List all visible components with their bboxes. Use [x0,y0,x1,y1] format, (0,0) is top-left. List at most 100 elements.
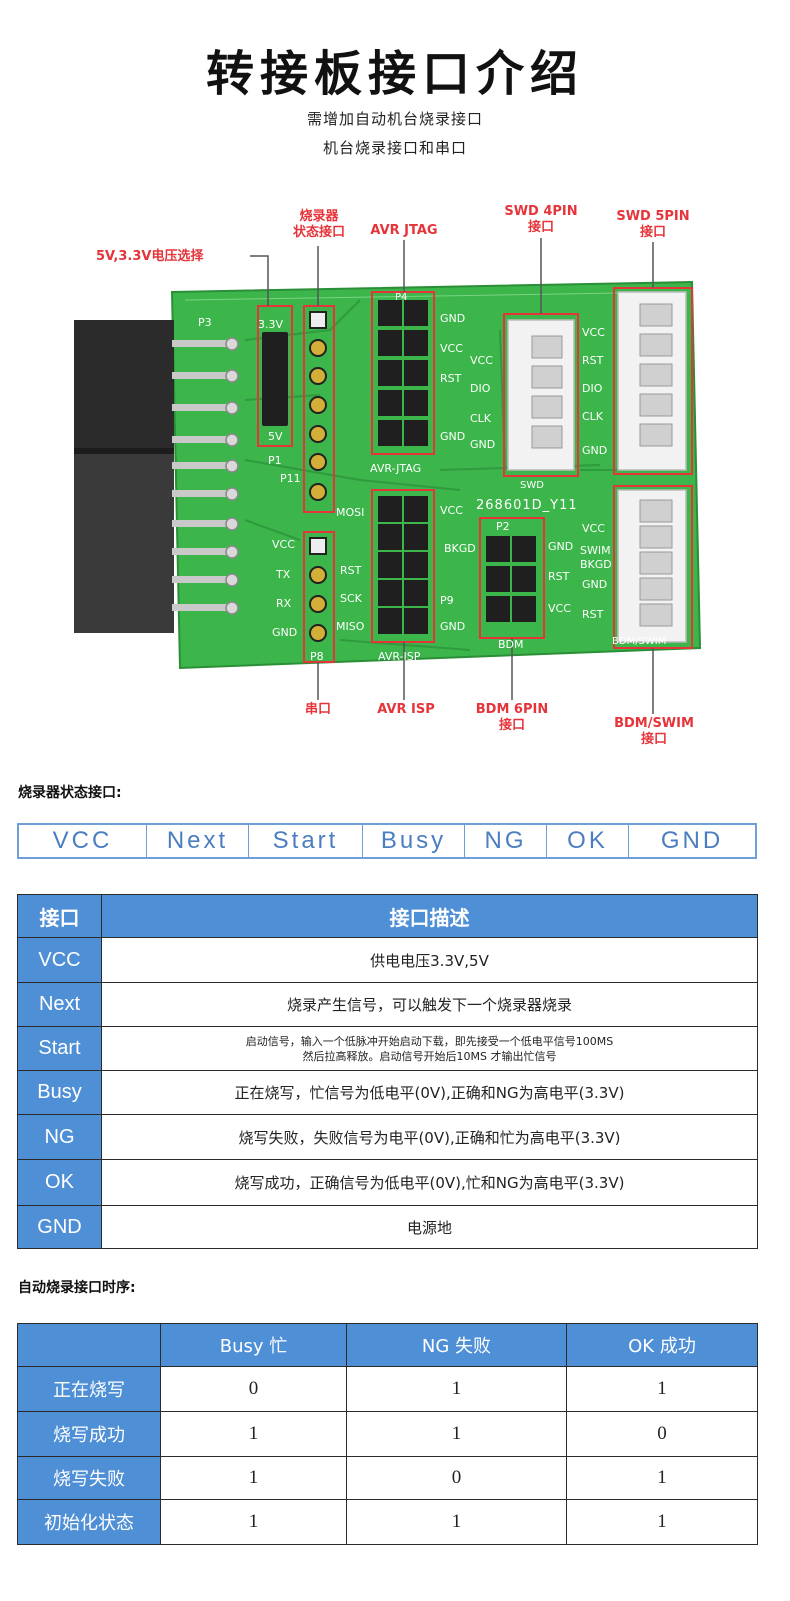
cell-busy: 1 [160,1411,347,1457]
silk-3v3: 3.3V [258,318,284,331]
silk-swd5-dio: DIO [582,382,603,395]
cell-ok: 0 [566,1411,758,1457]
callout-serial: 串口 [304,702,331,717]
header-empty [17,1323,161,1367]
silk-serial-gnd: GND [272,626,298,639]
serial-header-frame [303,531,335,663]
callout-avr-isp: AVR ISP [377,702,435,717]
silk-jtag-gnd: GND [440,312,466,325]
table-row: 初始化状态 1 1 1 [17,1499,758,1545]
status-header-frame [303,305,335,513]
avr-jtag-frame [371,291,435,455]
status-pin-busy: Busy [363,825,465,857]
cell-busy: 0 [160,1366,347,1412]
row-value: 正在烧写，忙信号为低电平(0V),正确和NG为高电平(3.3V) [101,1070,758,1115]
table-row: 烧写失败 1 0 1 [17,1456,758,1500]
callout-prog-status: 烧录器状态接口 [292,209,345,240]
silk-swd5-vcc: VCC [582,326,605,339]
cell-ok: 1 [566,1456,758,1500]
callout-avr-jtag: AVR JTAG [370,223,438,238]
silk-model: 268601D_Y11 [476,498,578,513]
silk-isp-sck: SCK [340,592,362,605]
silk-bdm-rst: RST [548,570,570,583]
silk-5v: 5V [268,430,283,443]
voltage-jumper [262,332,288,426]
table-row: GND 电源地 [17,1205,758,1249]
silk-avrisp: AVR-ISP [378,650,421,663]
row-key: NG [17,1114,102,1160]
avr-isp-header [378,496,428,634]
silk-p1: P1 [268,454,282,467]
silk-swd4-dio: DIO [470,382,491,395]
cell-ok: 1 [566,1499,758,1545]
table-row: NG 烧写失败，失败信号为电平(0V),正确和忙为高电平(3.3V) [17,1114,758,1160]
table-header-row: 接口 接口描述 [17,894,758,938]
status-pin-vcc: VCC [19,825,147,857]
silk-swd4-clk: CLK [470,412,492,425]
status-pin-bar: VCC Next Start Busy NG OK GND [17,823,757,859]
row-key: 烧写成功 [17,1411,161,1457]
header-description: 接口描述 [101,894,758,938]
subtitle-1: 需增加自动机台烧录接口 [306,110,483,128]
timing-heading: 自动烧录接口时序: [18,1280,136,1296]
table-row: 烧写成功 1 1 0 [17,1411,758,1457]
cell-ng: 0 [346,1456,567,1500]
table-row: Next 烧录产生信号，可以触发下一个烧录器烧录 [17,982,758,1027]
table-row: Start 启动信号，输入一个低脉冲开始启动下载，即先接受一个低电平信号100M… [17,1026,758,1071]
silk-isp-rst: RST [340,564,362,577]
silk-swd5-rst: RST [582,354,604,367]
row-key: VCC [17,937,102,983]
status-pin-gnd: GND [660,827,724,854]
silk-bdm-bkgd: BKGD [444,542,476,555]
silk-swim-rst: RST [582,608,604,621]
silk-swd4-vcc: VCC [470,354,493,367]
timing-table: Busy 忙 NG 失败 OK 成功 正在烧写 0 1 1 烧写成功 1 1 0… [17,1323,758,1545]
row-key: 烧写失败 [17,1456,161,1500]
silk-avrjtag: AVR-JTAG [370,462,422,475]
bdm-header [486,536,536,622]
status-pin-ng: NG [465,825,547,857]
silk-p4: P4 [395,292,408,303]
row-value: 烧写失败，失败信号为电平(0V),正确和忙为高电平(3.3V) [101,1114,758,1160]
silk-swd5-gnd: GND [582,444,608,457]
table-header-row: Busy 忙 NG 失败 OK 成功 [17,1323,758,1367]
silk-serial-rx: RX [276,597,292,610]
header-ok: OK 成功 [566,1323,758,1367]
callout-voltage-select: 5V,3.3V电压选择 [96,249,204,264]
main-connector-pins [172,340,232,611]
callout-lines [250,238,654,714]
table-row: 正在烧写 0 1 1 [17,1366,758,1412]
status-header-pins [309,311,327,501]
silk-serial-tx: TX [276,568,291,581]
row-key: GND [17,1205,102,1249]
table-row: VCC 供电电压3.3V,5V [17,937,758,983]
silk-swd4-gnd: GND [470,438,496,451]
silk-isp-gnd: GND [440,620,466,633]
cell-ng: 1 [346,1366,567,1412]
silk-isp-mosi: MOSI [336,506,365,519]
page-title: 转接板接口介绍 [205,46,584,102]
silk-jtag-gnd2: GND [440,430,466,443]
table-row: OK 烧写成功，正确信号为低电平(0V),忙和NG为高电平(3.3V) [17,1159,758,1206]
main-connector-lower [74,448,174,633]
row-key: Busy [17,1070,102,1115]
row-key: OK [17,1159,102,1206]
interface-description-table: 接口 接口描述 VCC 供电电压3.3V,5V Next 烧录产生信号，可以触发… [17,894,758,1249]
header-ng: NG 失败 [346,1323,567,1367]
silk-jtag-rst: RST [440,372,462,385]
avr-jtag-header [378,300,428,446]
row-value: 烧写成功，正确信号为低电平(0V),忙和NG为高电平(3.3V) [101,1159,758,1206]
status-heading: 烧录器状态接口: [18,785,122,801]
header-interface: 接口 [17,894,102,938]
silk-swim-gnd: GND [582,578,608,591]
silk-isp-miso: MISO [336,620,365,633]
silk-swim-swim: SWIM [580,544,611,557]
row-value: 烧录产生信号，可以触发下一个烧录器烧录 [101,982,758,1027]
silk-p11: P11 [280,472,301,485]
silk-isp-vcc: VCC [440,504,463,517]
silk-bdm: BDM [498,638,524,651]
